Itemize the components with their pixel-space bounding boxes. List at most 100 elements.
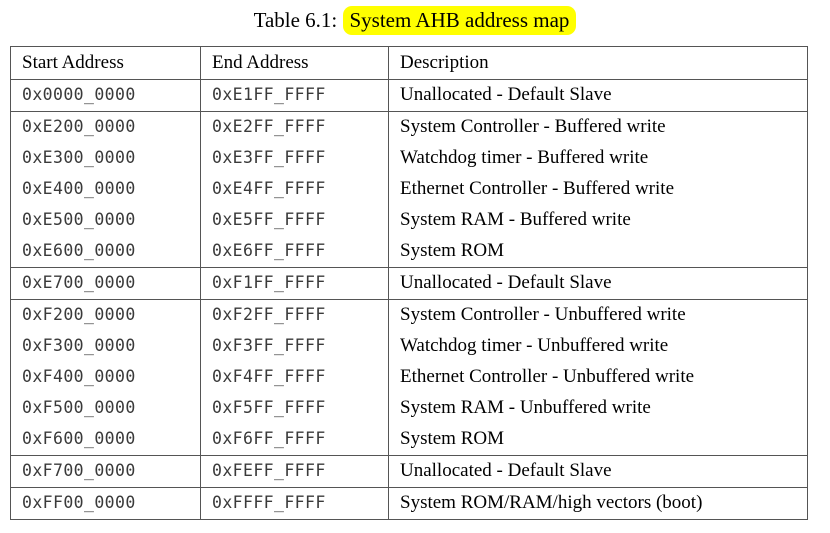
cell-start-address: 0xE400_0000 (10, 174, 201, 205)
cell-start-address: 0xE200_0000 (10, 111, 201, 143)
cell-start-address: 0xF300_0000 (10, 331, 201, 362)
cell-end-address: 0xF1FF_FFFF (200, 267, 389, 300)
table-header-row: Start Address End Address Description (10, 46, 808, 80)
cell-end-address: 0xF6FF_FFFF (200, 424, 389, 456)
table-row: 0xF600_0000 0xF6FF_FFFF System ROM (10, 424, 808, 456)
cell-description-text: Ethernet Controller - Unbuffered write (400, 366, 695, 387)
cell-start-address: 0x0000_0000 (10, 79, 201, 112)
cell-start-address: 0xF700_0000 (10, 455, 201, 488)
cell-start-address-text: 0xE500_0000 (22, 210, 136, 229)
cell-start-address-text: 0xF400_0000 (22, 367, 136, 386)
cell-description-text: Unallocated - Default Slave (400, 272, 612, 293)
column-header-description: Description (388, 46, 808, 80)
cell-start-address: 0xF200_0000 (10, 299, 201, 331)
cell-start-address-text: 0xE700_0000 (22, 273, 136, 292)
cell-end-address-text: 0xFFFF_FFFF (212, 493, 326, 512)
table-caption-label: Table 6.1: (253, 8, 338, 32)
cell-start-address-text: 0xE600_0000 (22, 241, 136, 260)
cell-description-text: Ethernet Controller - Buffered write (400, 178, 674, 199)
cell-end-address: 0xE1FF_FFFF (200, 79, 389, 112)
cell-end-address: 0xF5FF_FFFF (200, 393, 389, 424)
column-header-end-address: End Address (200, 46, 389, 80)
address-map-table-container: Start Address End Address Description 0x… (10, 46, 808, 520)
cell-end-address-text: 0xF6FF_FFFF (212, 429, 326, 448)
cell-end-address-text: 0xE6FF_FFFF (212, 241, 326, 260)
cell-end-address-text: 0xE1FF_FFFF (212, 85, 326, 104)
cell-end-address: 0xF3FF_FFFF (200, 331, 389, 362)
column-header-end-address-text: End Address (212, 52, 309, 73)
table-row: 0xF500_0000 0xF5FF_FFFF System RAM - Unbuf… (10, 393, 808, 424)
table-row: 0xE700_0000 0xF1FF_FFFF Unallocated - Defa… (10, 267, 808, 300)
cell-start-address-text: 0xF500_0000 (22, 398, 136, 417)
cell-description: Watchdog timer - Buffered write (388, 143, 808, 174)
cell-description-text: Watchdog timer - Buffered write (400, 147, 649, 168)
cell-end-address-text: 0xF2FF_FFFF (212, 305, 326, 324)
cell-end-address: 0xE6FF_FFFF (200, 236, 389, 268)
table-row: 0xE200_0000 0xE2FF_FFFF System Controller … (10, 111, 808, 143)
cell-start-address: 0xF500_0000 (10, 393, 201, 424)
cell-end-address: 0xE4FF_FFFF (200, 174, 389, 205)
cell-end-address: 0xFFFF_FFFF (200, 487, 389, 520)
cell-description: System RAM - Buffered write (388, 205, 808, 236)
cell-end-address: 0xE5FF_FFFF (200, 205, 389, 236)
cell-end-address-text: 0xE4FF_FFFF (212, 179, 326, 198)
cell-start-address-text: 0xE200_0000 (22, 117, 136, 136)
cell-description-text: Unallocated - Default Slave (400, 84, 612, 105)
cell-start-address-text: 0xE300_0000 (22, 148, 136, 167)
cell-description: System ROM (388, 236, 808, 268)
cell-description: System ROM/RAM/high vectors (boot) (388, 487, 808, 520)
cell-end-address: 0xE2FF_FFFF (200, 111, 389, 143)
cell-end-address-text: 0xE3FF_FFFF (212, 148, 326, 167)
table-row: 0xF300_0000 0xF3FF_FFFF Watchdog timer - U… (10, 331, 808, 362)
cell-start-address-text: 0xF300_0000 (22, 336, 136, 355)
cell-description-text: System RAM - Unbuffered write (400, 397, 651, 418)
table-row: 0xF400_0000 0xF4FF_FFFF Ethernet Controlle… (10, 362, 808, 393)
table-caption: Table 6.1: System AHB address map (0, 5, 830, 35)
cell-description-text: System ROM/RAM/high vectors (boot) (400, 492, 703, 513)
cell-description-text: Unallocated - Default Slave (400, 460, 612, 481)
cell-start-address-text: 0xF200_0000 (22, 305, 136, 324)
cell-start-address: 0xF400_0000 (10, 362, 201, 393)
cell-description: System RAM - Unbuffered write (388, 393, 808, 424)
cell-description: System ROM (388, 424, 808, 456)
cell-description-text: System ROM (400, 428, 504, 449)
cell-end-address: 0xF2FF_FFFF (200, 299, 389, 331)
cell-description-text: System ROM (400, 240, 504, 261)
cell-start-address: 0xE600_0000 (10, 236, 201, 268)
table-caption-title-highlighted: System AHB address map (342, 6, 577, 35)
cell-start-address-text: 0xF700_0000 (22, 461, 136, 480)
cell-start-address: 0xFF00_0000 (10, 487, 201, 520)
cell-description: Ethernet Controller - Unbuffered write (388, 362, 808, 393)
table-row: 0xE300_0000 0xE3FF_FFFF Watchdog timer - B… (10, 143, 808, 174)
cell-start-address-text: 0xF600_0000 (22, 429, 136, 448)
cell-end-address: 0xFEFF_FFFF (200, 455, 389, 488)
cell-start-address-text: 0xFF00_0000 (22, 493, 136, 512)
cell-start-address: 0xE700_0000 (10, 267, 201, 300)
table-row: 0x0000_0000 0xE1FF_FFFF Unallocated - Defa… (10, 79, 808, 112)
cell-description-text: System Controller - Unbuffered write (400, 304, 686, 325)
cell-start-address: 0xE500_0000 (10, 205, 201, 236)
column-header-description-text: Description (400, 52, 489, 73)
cell-description: Watchdog timer - Unbuffered write (388, 331, 808, 362)
cell-description-text: Watchdog timer - Unbuffered write (400, 335, 669, 356)
cell-description: System Controller - Buffered write (388, 111, 808, 143)
cell-end-address-text: 0xF1FF_FFFF (212, 273, 326, 292)
cell-end-address: 0xE3FF_FFFF (200, 143, 389, 174)
table-row: 0xFF00_0000 0xFFFF_FFFF System ROM/RAM/hig… (10, 487, 808, 520)
cell-start-address-text: 0x0000_0000 (22, 85, 136, 104)
cell-end-address-text: 0xF3FF_FFFF (212, 336, 326, 355)
table-row: 0xE600_0000 0xE6FF_FFFF System ROM (10, 236, 808, 268)
cell-description-text: System RAM - Buffered write (400, 209, 631, 230)
column-header-start-address-text: Start Address (22, 52, 124, 73)
table-body: 0x0000_0000 0xE1FF_FFFF Unallocated - Defa… (10, 79, 808, 520)
cell-end-address-text: 0xFEFF_FFFF (212, 461, 326, 480)
cell-end-address-text: 0xE5FF_FFFF (212, 210, 326, 229)
caption-space (337, 8, 342, 32)
cell-description: Unallocated - Default Slave (388, 455, 808, 488)
address-map-table: Start Address End Address Description 0x… (10, 46, 808, 520)
cell-end-address-text: 0xE2FF_FFFF (212, 117, 326, 136)
table-row: 0xF700_0000 0xFEFF_FFFF Unallocated - Defa… (10, 455, 808, 488)
cell-end-address: 0xF4FF_FFFF (200, 362, 389, 393)
cell-end-address-text: 0xF4FF_FFFF (212, 367, 326, 386)
